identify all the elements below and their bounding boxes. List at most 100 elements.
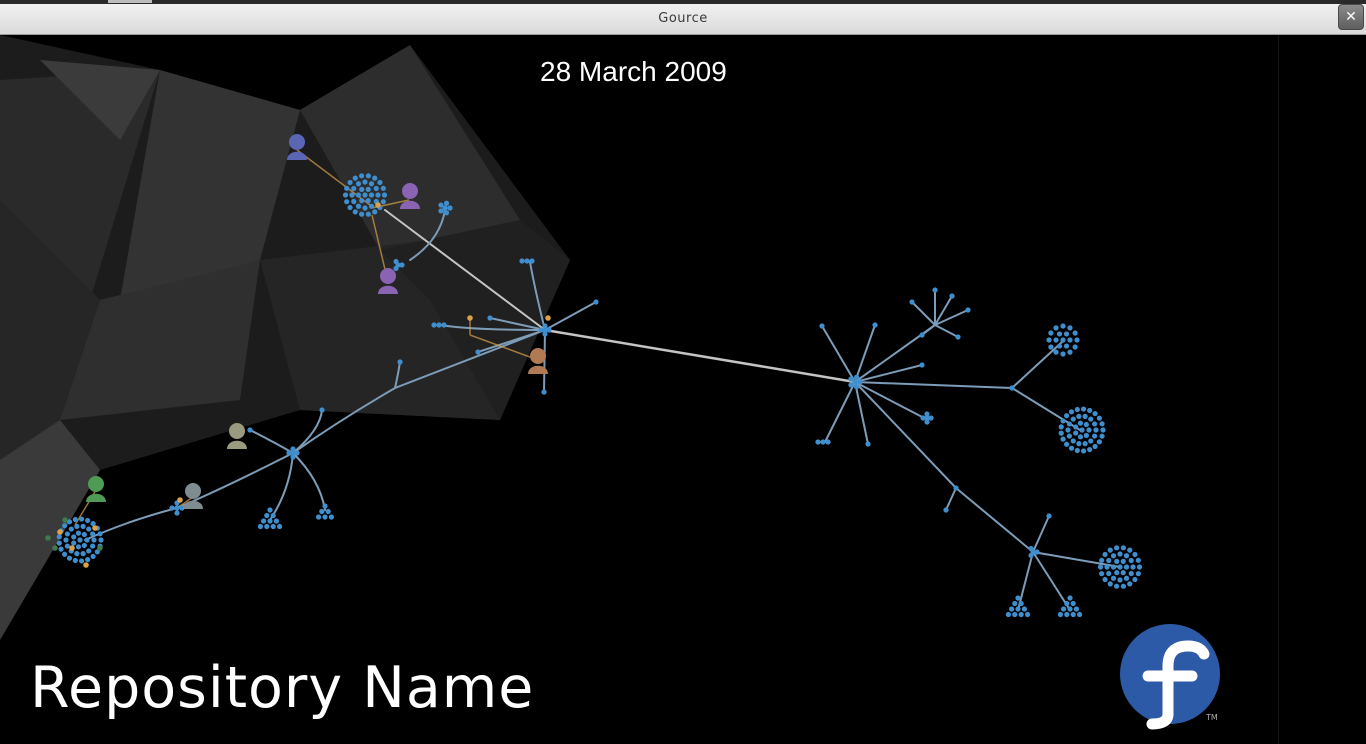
file-node — [80, 523, 86, 529]
file-node — [820, 439, 826, 445]
file-node — [174, 510, 180, 516]
file-node — [1067, 337, 1073, 343]
file-node — [1067, 325, 1073, 331]
file-node — [436, 322, 442, 328]
file-node — [381, 192, 388, 198]
file-node — [267, 518, 273, 524]
file-node — [928, 415, 934, 421]
file-node — [1028, 545, 1034, 552]
file-node — [1064, 413, 1070, 419]
file-node — [98, 537, 104, 543]
file-node — [1061, 606, 1067, 612]
file-node — [1096, 439, 1102, 445]
file-node — [359, 198, 365, 204]
directory-hull — [0, 35, 570, 640]
file-node — [1107, 547, 1113, 553]
file-node — [349, 192, 355, 198]
file-node — [1093, 427, 1099, 433]
file-node — [1096, 415, 1102, 421]
file-node — [442, 205, 448, 211]
file-node — [270, 512, 276, 519]
file-node — [90, 543, 96, 549]
file-node — [1082, 413, 1088, 419]
file-node — [179, 505, 185, 511]
file-node — [1048, 330, 1054, 336]
file-node — [1117, 564, 1123, 570]
file-node — [853, 374, 860, 380]
file-node — [443, 200, 450, 206]
file-node — [848, 382, 854, 388]
file-node — [85, 517, 91, 524]
file-node — [1077, 434, 1084, 440]
file-node — [1048, 344, 1054, 350]
file-node — [1110, 564, 1117, 570]
file-node — [965, 307, 971, 313]
window-titlebar[interactable]: Gource ✕ — [0, 0, 1366, 35]
file-node — [1104, 564, 1110, 570]
file-node — [542, 331, 548, 337]
file-nodes — [45, 173, 1143, 618]
file-node — [68, 526, 74, 532]
file-node — [362, 179, 368, 185]
file-node — [347, 179, 353, 186]
file-node — [1070, 600, 1076, 607]
file-node — [1063, 331, 1070, 337]
file-node — [1005, 611, 1012, 618]
file-node — [1128, 570, 1134, 577]
file-node — [1053, 349, 1059, 355]
file-node — [1123, 553, 1130, 559]
directory-edges — [84, 209, 1121, 611]
file-node — [431, 322, 437, 328]
file-node — [1114, 545, 1120, 551]
titlebar-tab-indicator — [108, 0, 152, 3]
file-node — [368, 192, 375, 198]
file-node — [1092, 410, 1098, 417]
file-node — [1056, 331, 1063, 337]
file-node — [1053, 325, 1059, 331]
file-node — [1080, 448, 1087, 454]
file-node — [1099, 571, 1105, 577]
close-button[interactable]: ✕ — [1338, 4, 1364, 30]
file-node — [344, 199, 350, 205]
file-node — [78, 558, 85, 564]
commit-beams — [74, 149, 539, 526]
file-node — [399, 262, 405, 268]
file-node — [438, 202, 444, 208]
file-node — [443, 210, 450, 216]
file-node — [1080, 406, 1087, 412]
dir-link — [384, 209, 546, 331]
file-node — [365, 186, 371, 192]
file-node — [355, 181, 362, 187]
file-node — [83, 562, 89, 568]
file-node — [290, 454, 296, 460]
file-node — [538, 327, 544, 333]
file-node — [1102, 551, 1108, 558]
file-node — [1070, 416, 1076, 422]
file-node — [542, 323, 548, 329]
file-node — [1106, 570, 1112, 577]
file-node — [1086, 427, 1092, 433]
file-node — [1073, 424, 1079, 430]
file-node — [352, 209, 358, 215]
file-node — [1060, 436, 1066, 442]
file-node — [852, 379, 858, 385]
gource-canvas[interactable]: TM 28 March 2009 Repository Name — [0, 35, 1366, 744]
file-node — [815, 439, 821, 445]
file-node — [1077, 611, 1083, 618]
root-link — [543, 328, 857, 384]
file-node — [169, 505, 175, 511]
file-node — [359, 211, 365, 217]
file-node — [919, 332, 925, 338]
file-node — [342, 192, 349, 198]
file-node — [1114, 558, 1120, 564]
file-node — [1060, 351, 1066, 357]
file-node — [290, 446, 296, 452]
file-node — [1079, 427, 1085, 433]
file-node — [1072, 330, 1078, 336]
file-node — [56, 534, 62, 540]
file-node — [1067, 349, 1073, 355]
file-node — [1028, 552, 1034, 559]
file-node — [64, 543, 70, 549]
file-node — [593, 299, 599, 305]
file-node — [86, 526, 92, 532]
